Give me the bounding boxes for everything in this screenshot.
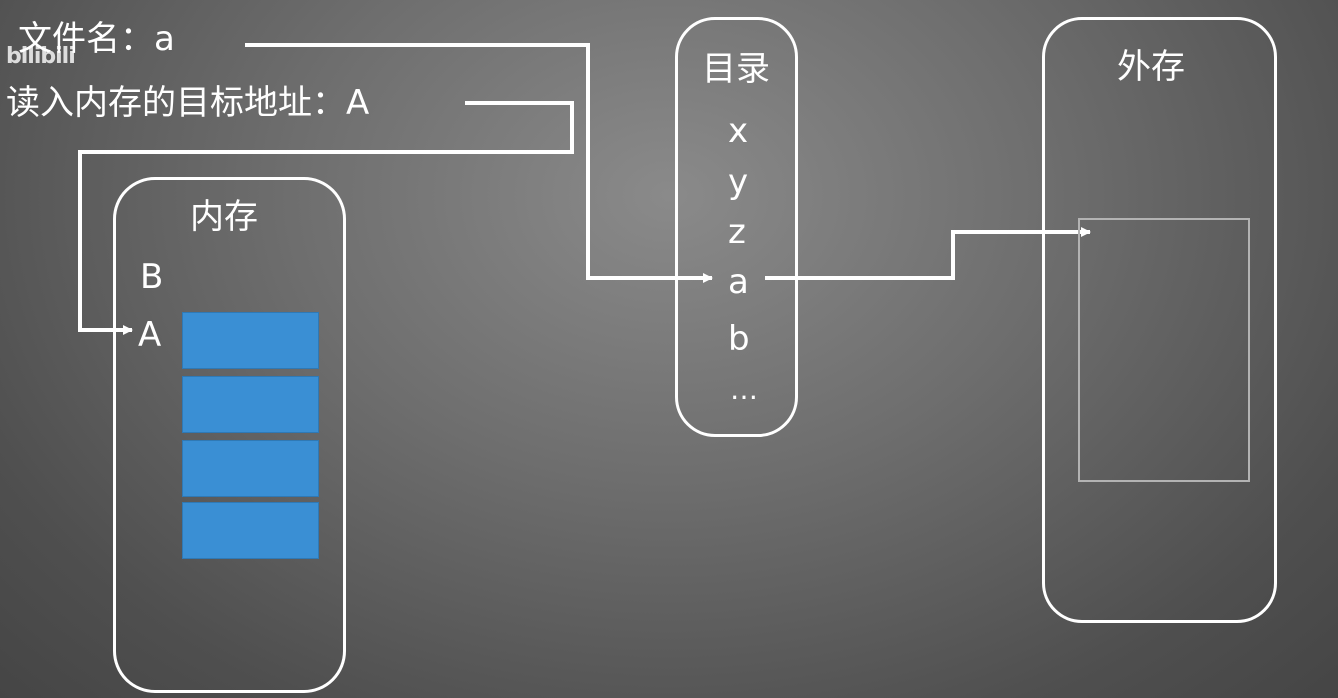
address-to-memory-arrow: [78, 101, 574, 335]
directory-entry-more: …: [730, 373, 758, 406]
external-storage-box: 外存: [1042, 17, 1277, 623]
external-storage-title: 外存: [1117, 47, 1185, 87]
memory-block: [182, 312, 319, 369]
memory-box: 内存 B A: [113, 177, 346, 693]
directory-entry-z: z: [728, 212, 746, 252]
directory-entry-b: b: [728, 319, 750, 359]
directory-box: 目录 x y z a b …: [675, 17, 798, 437]
filename-to-directory-arrow: [245, 43, 713, 283]
directory-entry-a: a: [728, 262, 749, 302]
directory-entry-y: y: [728, 162, 749, 202]
memory-block: [182, 376, 319, 433]
memory-block: [182, 502, 319, 559]
memory-label-a: A: [138, 315, 162, 355]
file-region: [1078, 218, 1250, 482]
memory-title: 内存: [190, 197, 258, 237]
directory-to-storage-arrow: [765, 227, 1091, 280]
directory-title: 目录: [702, 49, 770, 89]
target-address-label: 读入内存的目标地址：A: [6, 83, 370, 123]
memory-label-b: B: [140, 257, 164, 297]
filename-label: 文件名：a: [18, 19, 175, 59]
bilibili-watermark: bilibili: [6, 44, 76, 69]
memory-block: [182, 440, 319, 497]
directory-entry-x: x: [728, 111, 749, 151]
